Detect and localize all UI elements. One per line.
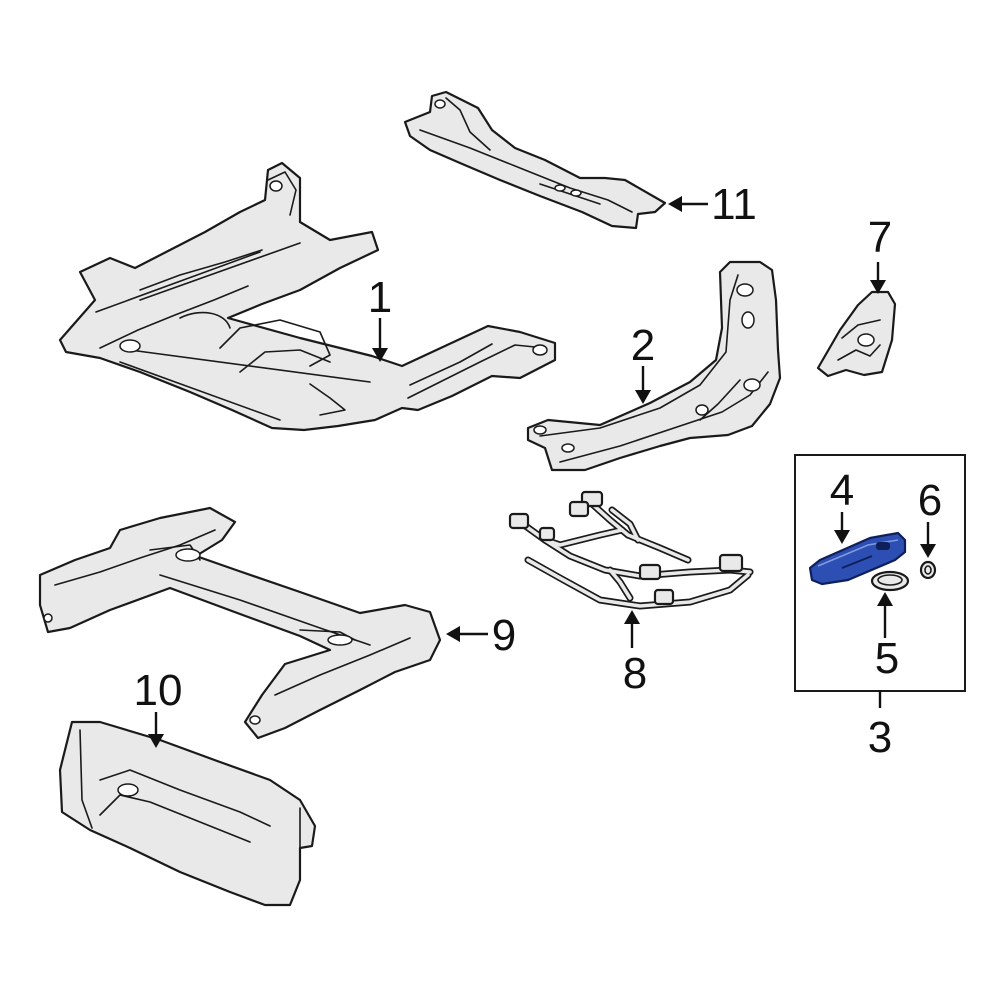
callout-5: 5	[875, 634, 899, 683]
callout-7: 7	[868, 213, 892, 262]
callout-4: 4	[830, 466, 854, 515]
callout-10: 10	[134, 666, 183, 715]
part-6-clip[interactable]	[919, 560, 937, 580]
part-10-front-trim[interactable]	[58, 720, 317, 907]
callout-3: 3	[868, 713, 892, 762]
callout-1: 1	[368, 273, 392, 322]
part-8-wire-harness[interactable]	[508, 490, 754, 610]
leader-5	[877, 592, 893, 638]
part-7-cover[interactable]	[816, 290, 897, 378]
leader-1	[372, 318, 388, 362]
callout-9: 9	[492, 611, 516, 660]
callout-8: 8	[623, 649, 647, 698]
part-11-cross-bracket[interactable]	[403, 90, 667, 230]
leader-9	[446, 626, 488, 642]
callout-6: 6	[918, 476, 942, 525]
part-5-knob[interactable]	[870, 570, 910, 592]
leader-2	[635, 366, 651, 404]
leader-4	[834, 512, 850, 544]
part-1-seat-frame[interactable]	[58, 161, 557, 432]
part-4-switch-highlighted[interactable]	[808, 531, 907, 586]
leader-6	[920, 522, 936, 558]
leader-10	[148, 712, 164, 748]
part-9-rail-base[interactable]	[38, 506, 442, 740]
callout-11: 11	[711, 180, 757, 229]
leader-11	[668, 196, 708, 212]
callout-2: 2	[631, 321, 655, 370]
part-2-side-frame[interactable]	[526, 260, 782, 472]
leader-8	[624, 610, 640, 648]
leader-7	[870, 262, 886, 294]
